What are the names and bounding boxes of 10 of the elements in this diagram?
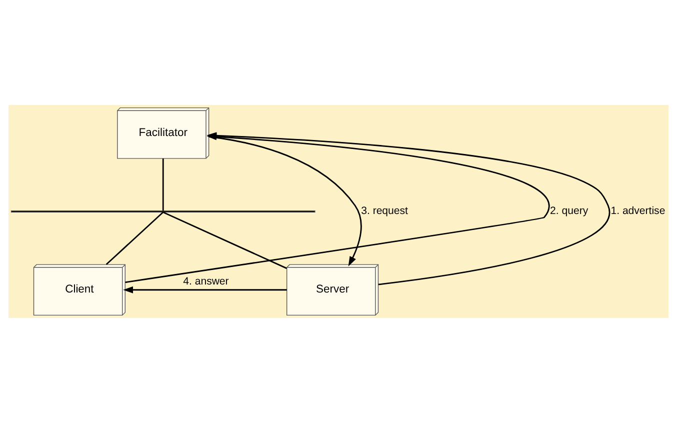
connector bbox=[162, 212, 287, 269]
arrow bbox=[123, 286, 287, 294]
connector bbox=[162, 158, 164, 211]
edge-label: 3. request bbox=[361, 204, 408, 217]
node-bar bbox=[10, 210, 316, 213]
arrow bbox=[208, 136, 362, 266]
edge-label: 1. advertise bbox=[610, 204, 666, 217]
connector bbox=[106, 212, 164, 265]
edge-label: 4. answer bbox=[183, 275, 229, 288]
edge-label: 2. query bbox=[550, 204, 588, 217]
